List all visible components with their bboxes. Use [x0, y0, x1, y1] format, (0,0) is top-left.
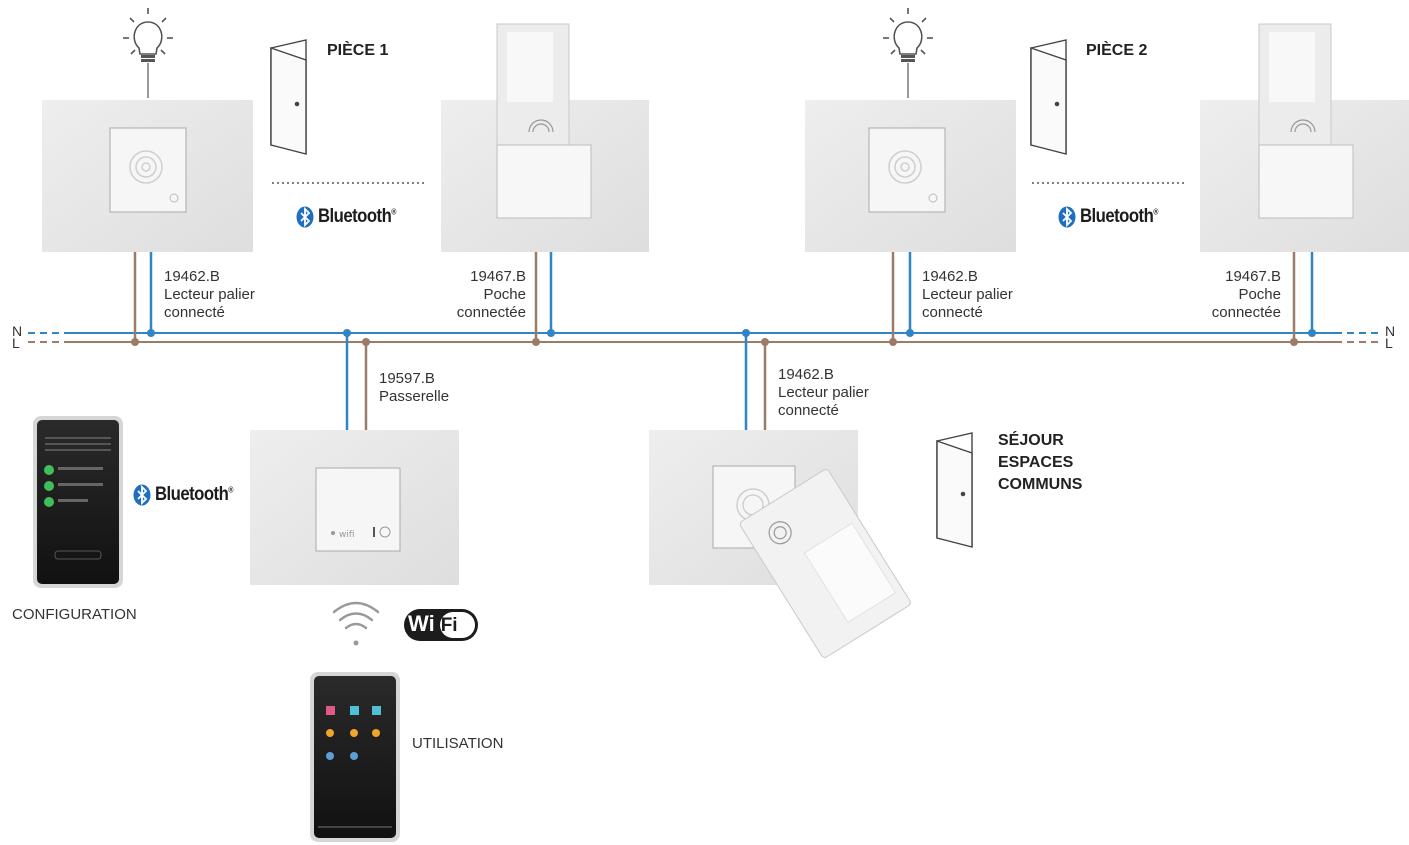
- door-icon: [936, 432, 973, 548]
- bluetooth-badge-1: Bluetooth®: [296, 206, 407, 228]
- door-icon: [270, 39, 307, 155]
- reader-device: [42, 100, 253, 252]
- door-icon: [1030, 39, 1067, 155]
- bluetooth-wordmark: Bluetooth®: [1080, 206, 1158, 227]
- light-bulb-icon: [123, 8, 173, 98]
- neutral-label-right: N: [1385, 323, 1396, 339]
- device-name: connectée: [1211, 304, 1281, 321]
- room-label-line: ESPACES: [998, 454, 1074, 471]
- live-label-right: L: [1385, 335, 1393, 351]
- wifi-logo: [404, 609, 478, 641]
- pocket-device: [1200, 23, 1409, 252]
- caption-utilisation: UTILISATION: [412, 735, 504, 752]
- bluetooth-icon: [133, 484, 151, 506]
- bluetooth-icon: [1058, 206, 1076, 228]
- device-code: 19467.B: [1225, 268, 1281, 285]
- device-name: Lecteur palier: [922, 286, 1013, 303]
- wifi-icon: [332, 601, 380, 646]
- live-label-left: L: [12, 335, 20, 351]
- pocket-device: [441, 23, 649, 252]
- device-label-pocket1: 19467.B Poche connectée: [442, 268, 526, 322]
- bluetooth-icon: [296, 206, 314, 228]
- device-label-reader2: 19462.B Lecteur palier connecté: [922, 268, 1013, 322]
- svg-text:wifi: wifi: [339, 530, 355, 540]
- neutral-label-left: N: [12, 323, 23, 339]
- device-name: connecté: [922, 304, 983, 321]
- device-name: Lecteur palier: [778, 384, 869, 401]
- room-label-line: SÉJOUR: [998, 432, 1064, 449]
- bluetooth-wordmark: Bluetooth®: [318, 206, 396, 227]
- device-name: Lecteur palier: [164, 286, 255, 303]
- device-name: Poche: [1238, 286, 1281, 303]
- keycard-icon: [739, 469, 911, 658]
- bluetooth-badge-2: Bluetooth®: [1058, 206, 1169, 228]
- bluetooth-badge-3: Bluetooth®: [133, 484, 244, 506]
- drop-wires: [133, 250, 1314, 432]
- bluetooth-wordmark: Bluetooth®: [155, 484, 233, 505]
- device-code: 19462.B: [922, 268, 978, 285]
- reader-device: [805, 100, 1016, 252]
- device-name: Poche: [483, 286, 526, 303]
- room-label-piece2: PIÈCE 2: [1086, 42, 1148, 59]
- bus-lines: [28, 332, 1380, 343]
- room-label-line: COMMUNS: [998, 476, 1083, 493]
- device-label-reader3: 19462.B Lecteur palier connecté: [778, 366, 869, 420]
- room-label-sejour: SÉJOUR ESPACES COMMUNS: [998, 430, 1082, 496]
- device-code: 19462.B: [164, 268, 220, 285]
- caption-configuration: CONFIGURATION: [12, 606, 137, 623]
- device-label-reader1: 19462.B Lecteur palier connecté: [164, 268, 255, 322]
- device-code: 19467.B: [470, 268, 526, 285]
- device-label-gateway: 19597.B Passerelle: [379, 370, 449, 406]
- gateway-device: wifi: [250, 430, 459, 585]
- device-name: connecté: [164, 304, 225, 321]
- device-code: 19597.B: [379, 370, 435, 387]
- device-name: connectée: [456, 304, 526, 321]
- device-name: connecté: [778, 402, 839, 419]
- junction-dots: [131, 329, 1316, 346]
- smartphone-icon: [33, 416, 123, 588]
- light-bulb-icon: [883, 8, 933, 98]
- device-name: Passerelle: [379, 388, 450, 405]
- device-label-pocket2: 19467.B Poche connectée: [1197, 268, 1281, 322]
- room-label-piece1: PIÈCE 1: [327, 42, 389, 59]
- device-code: 19462.B: [778, 366, 834, 383]
- smartphone-icon: [310, 672, 400, 842]
